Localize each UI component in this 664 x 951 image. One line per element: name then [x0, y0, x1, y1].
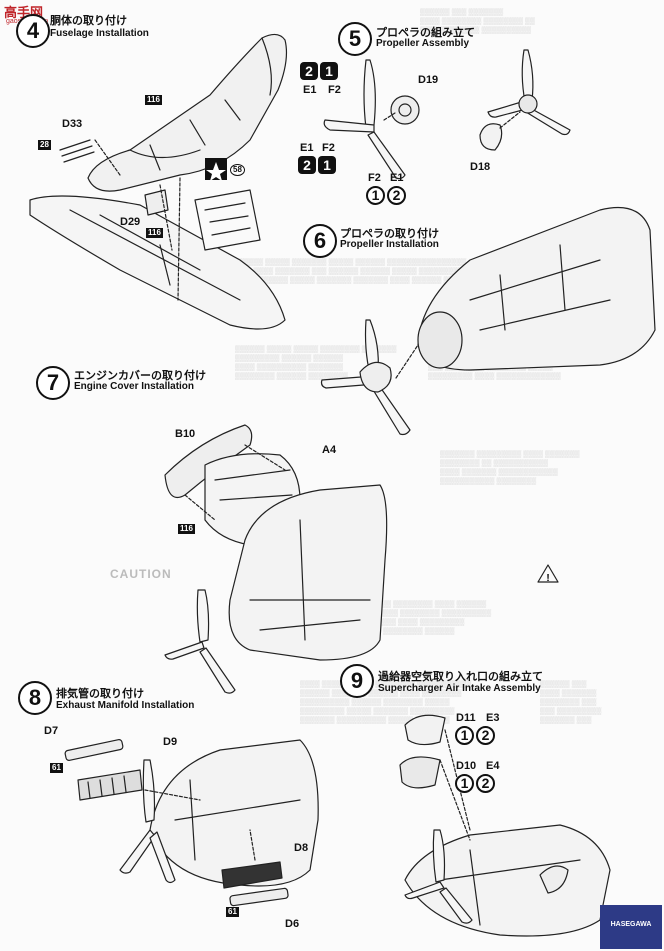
badge-digit: 2 — [300, 62, 318, 80]
tag-61-d9: 61 — [50, 763, 63, 773]
part-label-a4: A4 — [322, 444, 337, 456]
part-label-d8: D8 — [294, 842, 309, 854]
brand-corner-box: HASEGAWA — [600, 905, 662, 949]
part-label-e1-top: E1 — [303, 84, 317, 96]
step-6-title-en: Propeller Installation — [340, 239, 439, 250]
step-9-title-jp: 過給器空気取り入れ口の組み立て — [378, 670, 543, 683]
badge-digit: 1 — [318, 156, 336, 174]
step-number-7: 7 — [36, 366, 70, 400]
tag-61-d8: 61 — [226, 907, 239, 917]
background-text: ▒▒▒▒▒▒▒ ▒▒▒▒▒▒▒▒▒ ▒▒▒▒ ▒▒▒▒▒▒▒ ▒▒▒▒▒▒▒▒ … — [440, 451, 580, 485]
step-8-title-en: Exhaust Manifold Installation — [56, 700, 195, 711]
part-label-d9: D9 — [163, 736, 178, 748]
part-label-d10: D10 — [456, 760, 477, 772]
step-number-6: 6 — [303, 224, 337, 258]
star-mark-icon — [205, 158, 227, 181]
step-number-8: 8 — [18, 681, 52, 715]
part-label-e1-low: E1 — [390, 172, 404, 184]
step-number-4: 4 — [16, 14, 50, 48]
tag-116-cover: 116 — [178, 524, 195, 534]
badge-digit: 1 — [366, 186, 385, 205]
part-label-d33: D33 — [62, 118, 83, 130]
part-label-d7: D7 — [44, 725, 59, 737]
step-5-title-en: Propeller Assembly — [376, 38, 470, 49]
step-5-title-jp: プロペラの組み立て — [376, 26, 475, 39]
tag-28: 28 — [38, 140, 51, 150]
badge-digit: 2 — [476, 774, 495, 793]
step-9-title-en: Supercharger Air Intake Assembly — [378, 683, 541, 694]
part-label-e4: E4 — [486, 760, 500, 772]
background-text: ▒▒▒▒▒▒ ▒▒▒ ▒▒▒▒ ▒▒▒▒▒▒▒ ▒▒▒▒▒▒▒▒ ▒▒▒ ▒▒▒… — [540, 681, 602, 724]
background-text: ▒▒▒▒▒▒ ▒▒▒ ▒▒▒▒▒▒▒ ▒▒▒▒ ▒▒▒▒▒▒▒▒ ▒▒▒▒▒▒▒… — [420, 9, 535, 34]
part-label-d6: D6 — [285, 918, 300, 930]
part-label-f2-top: F2 — [328, 84, 341, 96]
badge-digit: 2 — [298, 156, 316, 174]
background-text: ▒▒▒▒▒▒ ▒▒▒▒▒ ▒▒▒▒▒ ▒▒▒▒▒▒▒▒ ▒▒▒▒▒▒▒ ▒▒▒▒… — [235, 346, 397, 380]
badge-digit: 2 — [476, 726, 495, 745]
step-4-title-en: Fuselage Installation — [50, 28, 149, 39]
badge-digit: 1 — [455, 774, 474, 793]
part-label-d18: D18 — [470, 161, 491, 173]
caution-heading: CAUTION — [110, 567, 172, 581]
part-label-e3: E3 — [486, 712, 500, 724]
part-label-f2-low: F2 — [368, 172, 381, 184]
part-label-e1-mid: E1 — [300, 142, 314, 154]
step-4-title-jp: 胴体の取り付け — [50, 14, 127, 27]
tag-116-d29: 116 — [146, 228, 163, 238]
step-8-title-jp: 排気管の取り付け — [56, 687, 144, 700]
svg-text:!: ! — [546, 573, 549, 584]
step-6-title-jp: プロペラの取り付け — [340, 227, 439, 240]
part-label-d19: D19 — [418, 74, 439, 86]
step-7-title-jp: エンジンカバーの取り付け — [74, 369, 206, 382]
tag-116-fuselage: 116 — [145, 95, 162, 105]
step-number-9: 9 — [340, 664, 374, 698]
badge-digit: 1 — [320, 62, 338, 80]
part-label-b10: B10 — [175, 428, 196, 440]
tag-58: 58 — [230, 164, 245, 176]
part-label-d11: D11 — [456, 712, 476, 724]
part-label-f2-mid: F2 — [322, 142, 335, 154]
badge-digit: 2 — [387, 186, 406, 205]
background-text: ▒▒▒▒ ▒▒▒▒ ▒▒▒▒▒▒ ▒▒▒▒▒▒▒▒ ▒▒▒▒▒▒▒▒▒▒▒ ▒▒… — [300, 681, 472, 724]
badge-digit: 1 — [455, 726, 474, 745]
step-7-title-en: Engine Cover Installation — [74, 381, 195, 392]
part-label-d29: D29 — [120, 216, 141, 228]
step-number-5: 5 — [338, 22, 372, 56]
brand-corner-text: HASEGAWA — [610, 921, 652, 928]
